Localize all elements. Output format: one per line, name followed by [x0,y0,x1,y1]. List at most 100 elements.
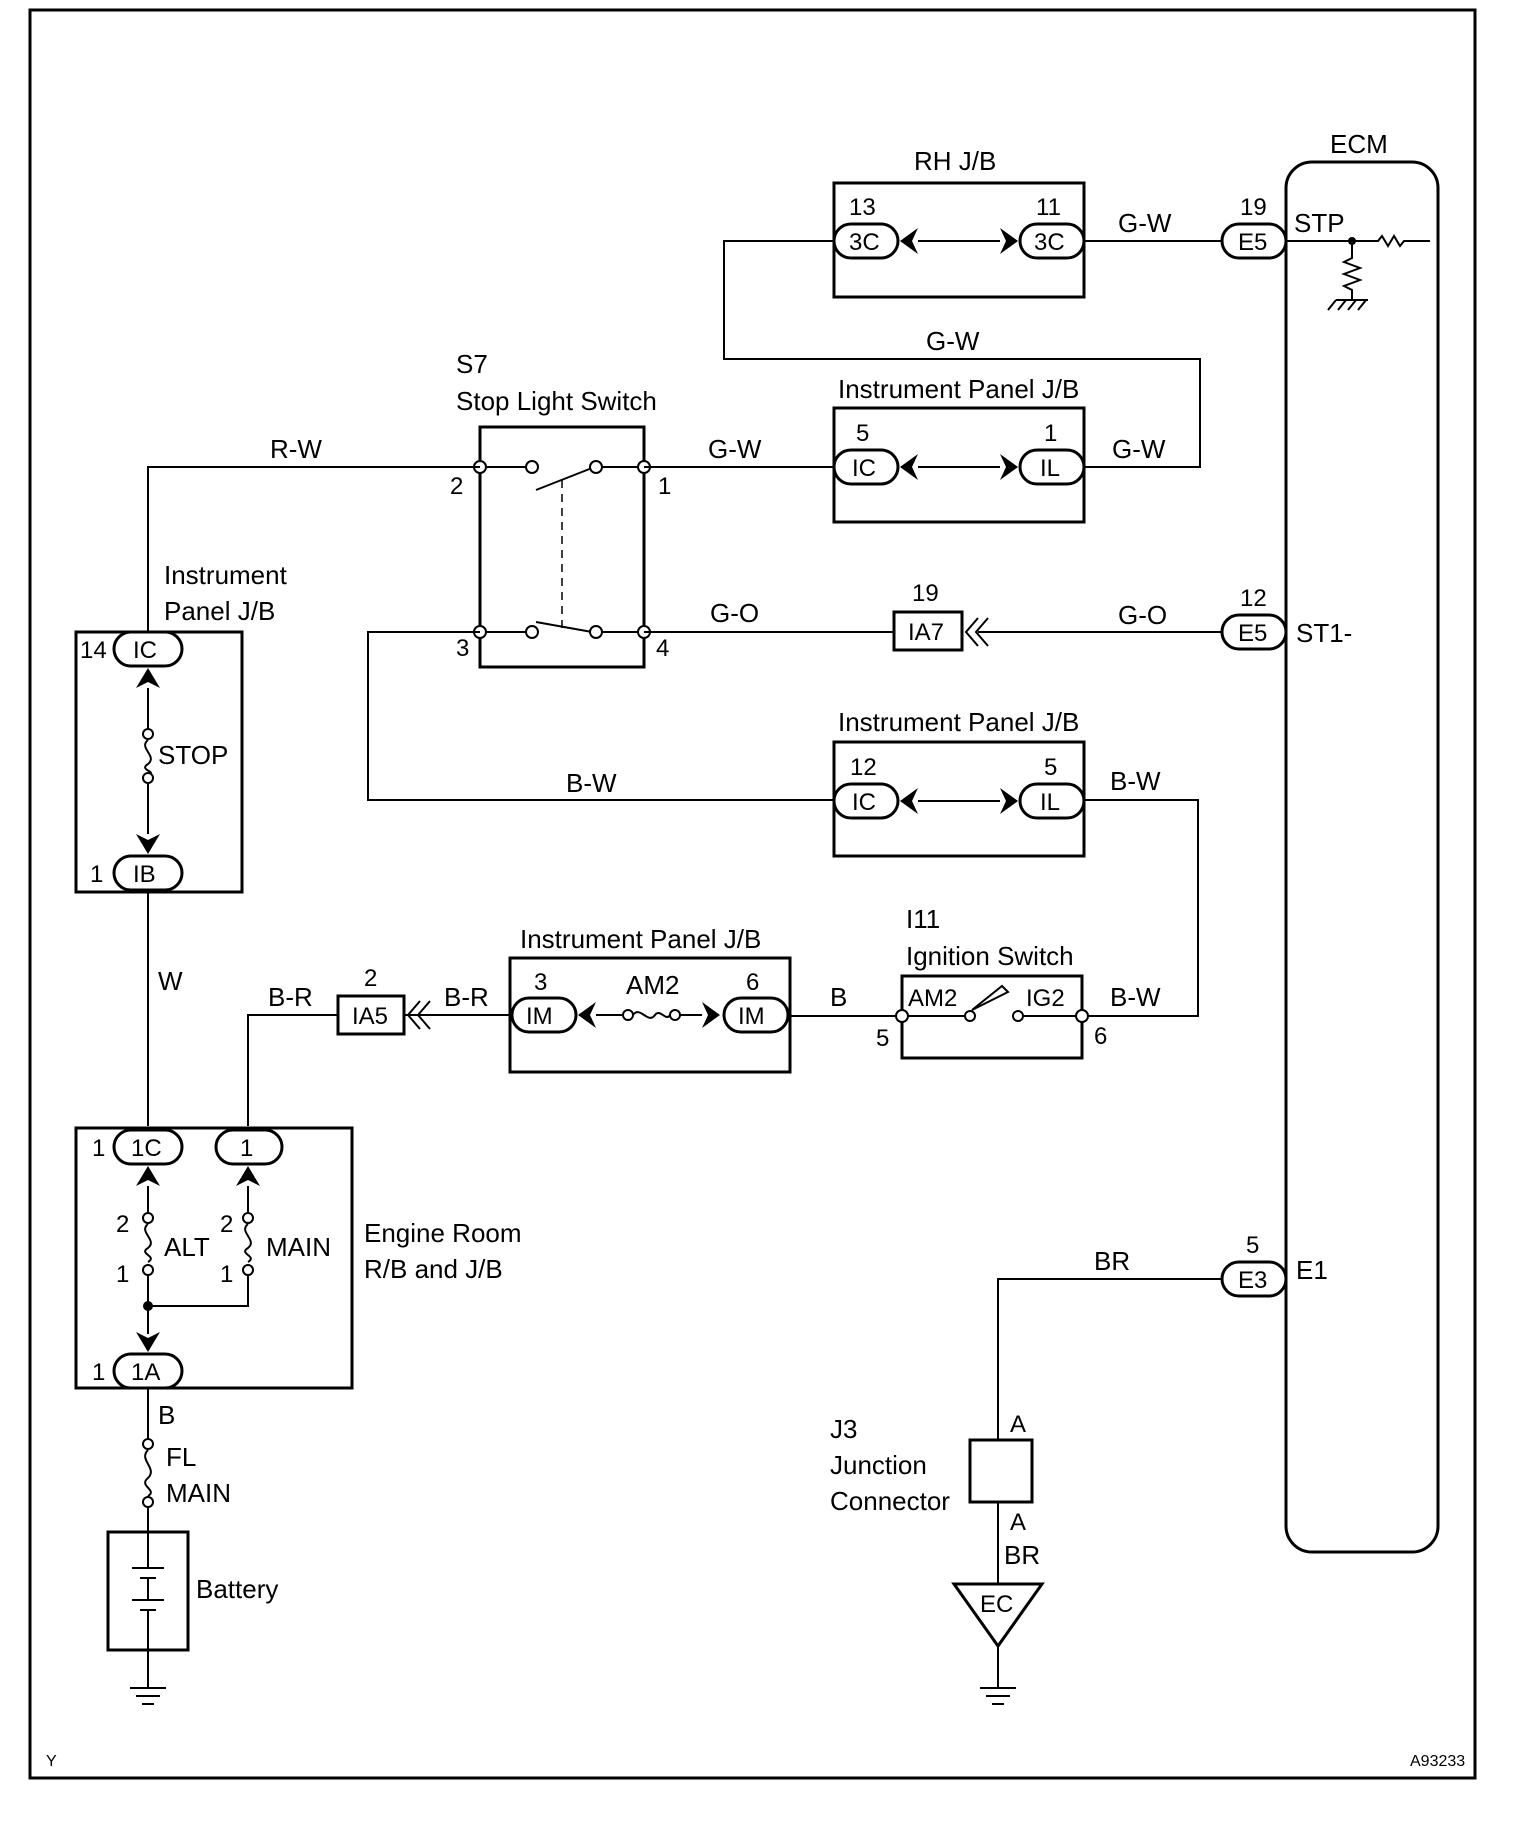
connector-ic-2: IC 12 [832,754,918,820]
connector-ic-left: IC 14 [80,630,184,688]
svg-text:6: 6 [746,969,759,996]
svg-text:IA5: IA5 [352,1003,388,1030]
svg-text:Engine Room: Engine Room [364,1218,522,1248]
connector-e5-stp: E5 19 [1220,194,1288,260]
battery-ground-icon [130,1687,166,1705]
connector-il-1: IL 1 [1000,420,1086,486]
svg-text:12: 12 [1240,585,1267,612]
connector-1: 1 [214,1128,284,1186]
connector-ia5: IA5 2 [336,965,431,1036]
connector-il-2: IL 5 [1000,754,1086,820]
svg-text:3: 3 [534,969,547,996]
ecm: ECM STP ST1- E1 [1284,129,1440,1554]
footer-code: A93233 [1410,1753,1465,1770]
ec-ground-icon [980,1687,1016,1705]
svg-text:14: 14 [80,637,107,664]
svg-text:IL: IL [1040,455,1060,482]
svg-text:2: 2 [364,965,377,992]
wire-label-b-ig: B [830,982,847,1012]
svg-text:IC: IC [133,637,157,664]
wire-label-gw-il: G-W [1112,434,1166,464]
svg-text:RH J/B: RH J/B [914,146,996,176]
svg-text:AM2: AM2 [626,970,679,1000]
svg-text:IG2: IG2 [1026,985,1065,1012]
wire-label-rw: R-W [270,434,322,464]
svg-text:1: 1 [658,473,671,500]
instrument-panel-jb-2: Instrument Panel J/B [832,707,1086,858]
svg-text:1: 1 [220,1261,233,1288]
svg-text:5: 5 [876,1025,889,1052]
svg-text:19: 19 [912,580,939,607]
svg-text:IL: IL [1040,789,1060,816]
svg-text:J3: J3 [830,1414,857,1444]
svg-text:2: 2 [116,1211,129,1238]
svg-text:ALT: ALT [164,1232,210,1262]
connector-1a: 1A 1 [92,1332,184,1390]
wire-label-gw-top: G-W [1118,208,1172,238]
connector-3c-left: 3C 13 [832,194,918,260]
svg-text:3C: 3C [1034,229,1065,256]
wire-label-br-top: BR [1094,1246,1130,1276]
instrument-panel-jb-1: Instrument Panel J/B [832,374,1086,524]
svg-text:MAIN: MAIN [166,1478,231,1508]
engine-room-rb-jb: Engine Room R/B and J/B [74,1126,522,1390]
svg-text:STP: STP [1294,208,1345,238]
svg-text:IA7: IA7 [908,619,944,646]
svg-text:3C: 3C [849,229,880,256]
connector-1c: 1C 1 [92,1128,184,1186]
svg-text:1: 1 [92,1359,105,1386]
connector-ib-left: IB 1 [90,834,184,892]
instrument-panel-jb-3: Instrument Panel J/B [508,924,792,1074]
svg-text:Junction: Junction [830,1450,927,1480]
svg-text:4: 4 [656,635,669,662]
connector-ia7: IA7 19 [892,580,989,652]
svg-text:1: 1 [1044,420,1057,447]
fl-main-fusible-link: FL MAIN [142,1438,231,1508]
stop-fuse: STOP [142,728,228,784]
connector-3c-right: 3C 11 [1000,194,1086,260]
ground-point-ec: EC [951,1582,1045,1649]
wire-label-br-right: B-R [444,982,489,1012]
svg-text:Panel J/B: Panel J/B [164,596,275,626]
ignition-switch: I11 Ignition Switch AM2 IG2 5 6 [876,904,1107,1060]
svg-text:Instrument Panel J/B: Instrument Panel J/B [838,374,1079,404]
svg-text:13: 13 [849,194,876,221]
rh-junction-block: RH J/B [832,146,1086,299]
wire-label-go-right: G-O [1118,600,1167,630]
svg-text:2: 2 [450,473,463,500]
junction-connector-j3: J3 Junction Connector A A [830,1411,1034,1536]
alt-fuse: ALT 2 1 [116,1211,210,1288]
svg-text:Connector: Connector [830,1486,950,1516]
connector-im-left: IM 3 [510,969,596,1034]
svg-text:1: 1 [116,1261,129,1288]
svg-text:1A: 1A [131,1359,160,1386]
wire-label-br-bottom: BR [1004,1540,1040,1570]
wire-label-b-main: B [158,1400,175,1430]
svg-text:ST1-: ST1- [1296,618,1352,648]
instrument-panel-jb-left: Instrument Panel J/B [74,560,288,894]
svg-text:R/B and J/B: R/B and J/B [364,1254,503,1284]
am2-fuse: AM2 [596,970,702,1021]
svg-text:5: 5 [1044,754,1057,781]
wire-label-w: W [158,966,183,996]
svg-text:E1: E1 [1296,1255,1328,1285]
connector-e3: E3 5 [1220,1232,1288,1298]
connector-ic-1: IC 5 [832,420,918,486]
svg-text:Instrument: Instrument [164,560,288,590]
svg-text:5: 5 [856,420,869,447]
svg-text:Ignition Switch: Ignition Switch [906,941,1074,971]
svg-text:1: 1 [90,861,103,888]
svg-text:EC: EC [980,1591,1013,1618]
stop-light-switch: S7 Stop Light Switch 2 1 3 4 [450,349,671,669]
svg-text:6: 6 [1094,1023,1107,1050]
connector-e5-st1: E5 12 [1220,585,1288,651]
svg-text:I11: I11 [906,904,940,934]
wire-label-gw-loop: G-W [926,326,980,356]
svg-text:Instrument Panel J/B: Instrument Panel J/B [520,924,761,954]
wire-label-gw-s7: G-W [708,434,762,464]
wire-label-bw-left: B-W [566,768,617,798]
svg-text:IB: IB [133,861,156,888]
svg-text:E5: E5 [1238,229,1267,256]
svg-text:2: 2 [220,1211,233,1238]
